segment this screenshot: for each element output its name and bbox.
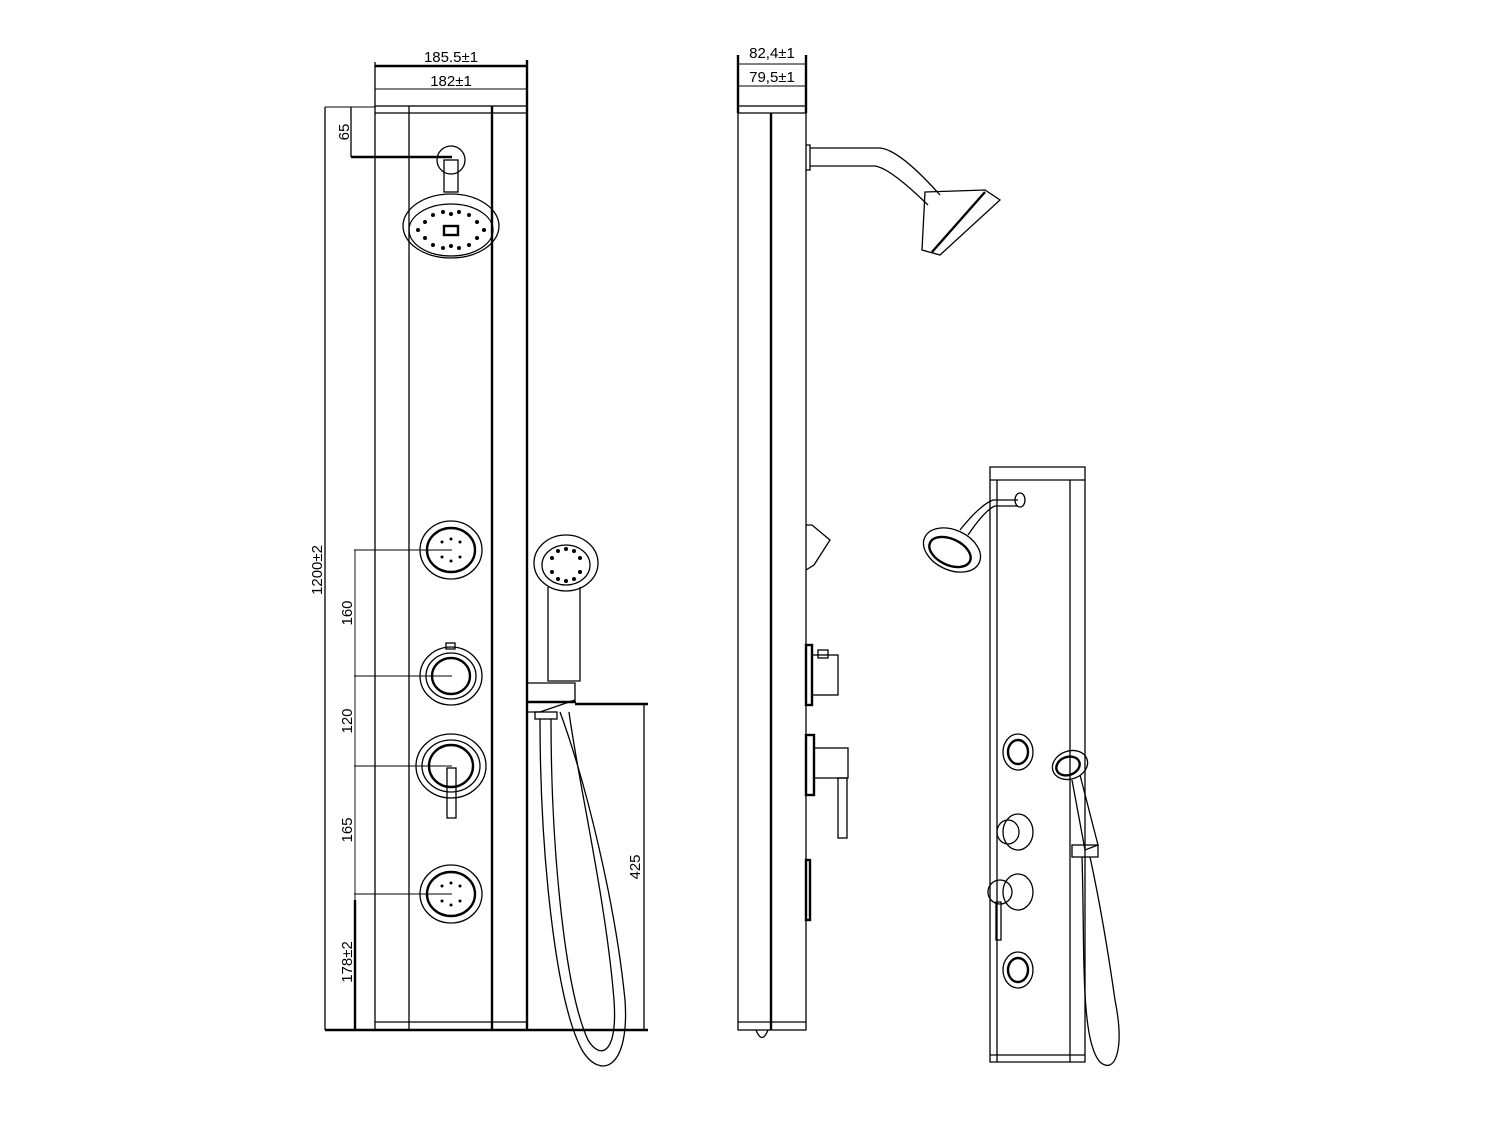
dim-inner-width: 182±1 [430, 73, 472, 90]
dim-overall-depth: 82,4±1 [749, 45, 795, 62]
side-shower-arm-icon [806, 144, 1002, 256]
perspective-controls-icon [987, 733, 1034, 989]
diverter-knob-icon [419, 642, 483, 706]
dim-jet-to-diverter: 160 [339, 600, 356, 625]
dim-bracket-height: 425 [627, 854, 644, 879]
dim-diverter-to-mixer: 120 [339, 708, 356, 733]
dim-inner-depth: 79,5±1 [749, 69, 795, 86]
perspective-shower-head-icon [922, 492, 1026, 573]
body-jet-bottom-icon [419, 864, 483, 924]
dim-overall-height: 1200±2 [309, 545, 326, 595]
front-view: 185.5±1 182±1 1200±2 65 160 120 165 178±… [309, 49, 648, 1067]
perspective-hand-shower-icon [1051, 749, 1120, 1066]
mixer-lever-icon [415, 733, 487, 819]
side-controls-icon [804, 524, 849, 922]
dim-arm-offset: 65 [336, 124, 353, 141]
body-jet-top-icon [419, 520, 483, 580]
dim-overall-width: 185.5±1 [424, 49, 478, 66]
height-dimensions: 1200±2 65 160 120 165 178±2 [309, 106, 648, 1032]
width-dimensions: 185.5±1 182±1 [375, 49, 527, 90]
side-view: 82,4±1 79,5±1 [736, 45, 1002, 1039]
overhead-shower-head-icon [402, 145, 500, 259]
dim-bottom-jet: 178±2 [339, 941, 356, 983]
dim-mixer-to-jet: 165 [339, 817, 356, 842]
hand-shower-icon [527, 534, 627, 1067]
perspective-view [922, 466, 1120, 1066]
